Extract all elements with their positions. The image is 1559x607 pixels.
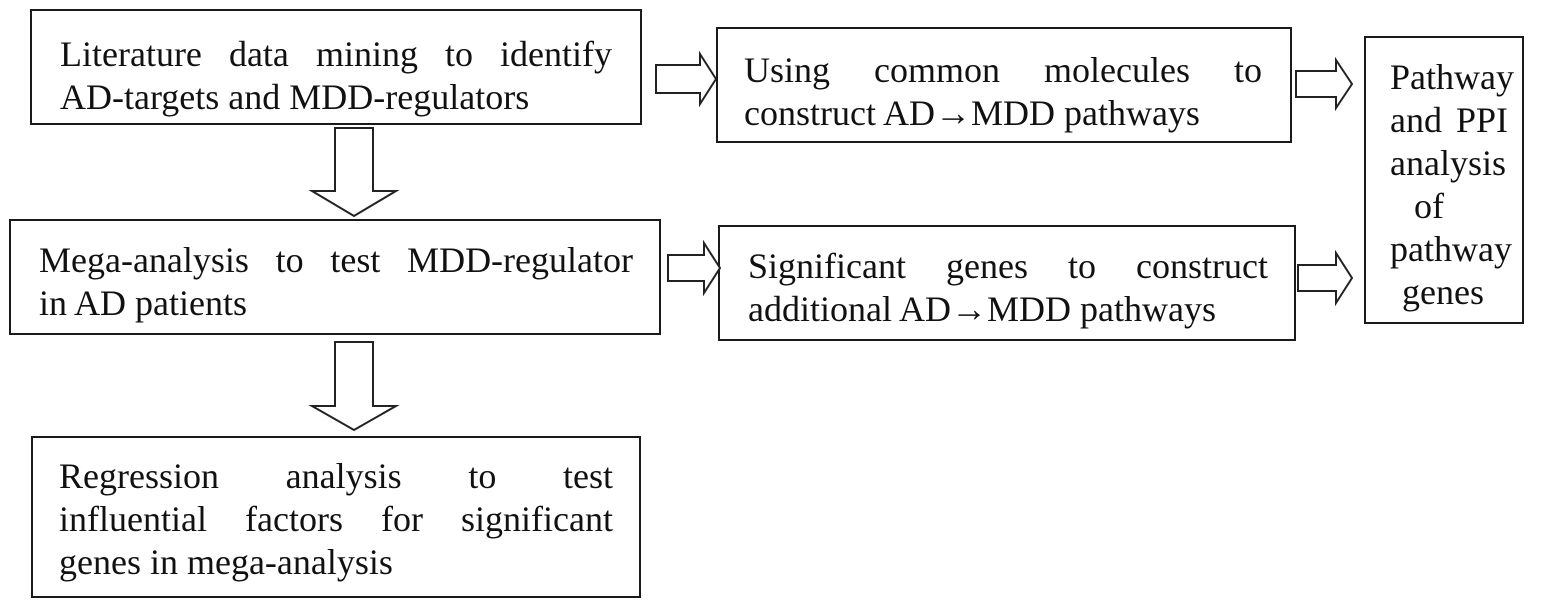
arrow-literature-to-common — [655, 50, 718, 108]
pathway-ppi-text-line-1: Pathway — [1390, 57, 1514, 97]
regression-analysis-text-line-3: genes in mega-analysis — [59, 542, 393, 582]
mega-analysis-text-line-1: Mega-analysis to test MDD-regulator — [39, 240, 633, 280]
common-molecules-text-line-2: construct AD→MDD pathways — [744, 93, 1200, 133]
regression-analysis-text-line-2: influential factors for significant — [59, 499, 613, 539]
arrow-mega-to-significant — [667, 239, 722, 297]
significant-genes-box: Significant genes to construct additiona… — [718, 225, 1296, 341]
pathway-ppi-analysis-box: Pathway and PPI analysis of pathway gene… — [1364, 36, 1524, 324]
pathway-ppi-text-line-3: analysis — [1390, 143, 1506, 183]
arrow-mega-to-regression — [308, 341, 400, 432]
literature-mining-text-line-2: AD-targets and MDD-regulators — [60, 77, 530, 117]
arrow-literature-to-mega — [308, 127, 400, 218]
literature-mining-text-line-1: Literature data mining to identify — [60, 34, 612, 74]
common-molecules-box: Using common molecules to construct AD→M… — [716, 27, 1292, 143]
arrow-common-to-pathway — [1295, 56, 1354, 112]
literature-mining-box: Literature data mining to identify AD-ta… — [30, 9, 642, 125]
pathway-ppi-text-line-6: genes — [1402, 272, 1484, 312]
pathway-ppi-text-line-2: and PPI — [1390, 100, 1508, 140]
regression-analysis-box: Regression analysis to test influential … — [31, 436, 641, 598]
common-molecules-text-line-1: Using common molecules to — [744, 50, 1262, 90]
mega-analysis-text-line-2: in AD patients — [39, 283, 247, 323]
mega-analysis-box: Mega-analysis to test MDD-regulator in A… — [9, 219, 661, 335]
pathway-ppi-text-line-4: of — [1414, 186, 1444, 226]
significant-genes-text-line-1: Significant genes to construct — [748, 246, 1268, 286]
arrow-significant-to-pathway — [1297, 249, 1354, 307]
significant-genes-text-line-2: additional AD→MDD pathways — [748, 289, 1216, 329]
regression-analysis-text-line-1: Regression analysis to test — [59, 456, 613, 496]
pathway-ppi-text-line-5: pathway — [1390, 229, 1512, 269]
